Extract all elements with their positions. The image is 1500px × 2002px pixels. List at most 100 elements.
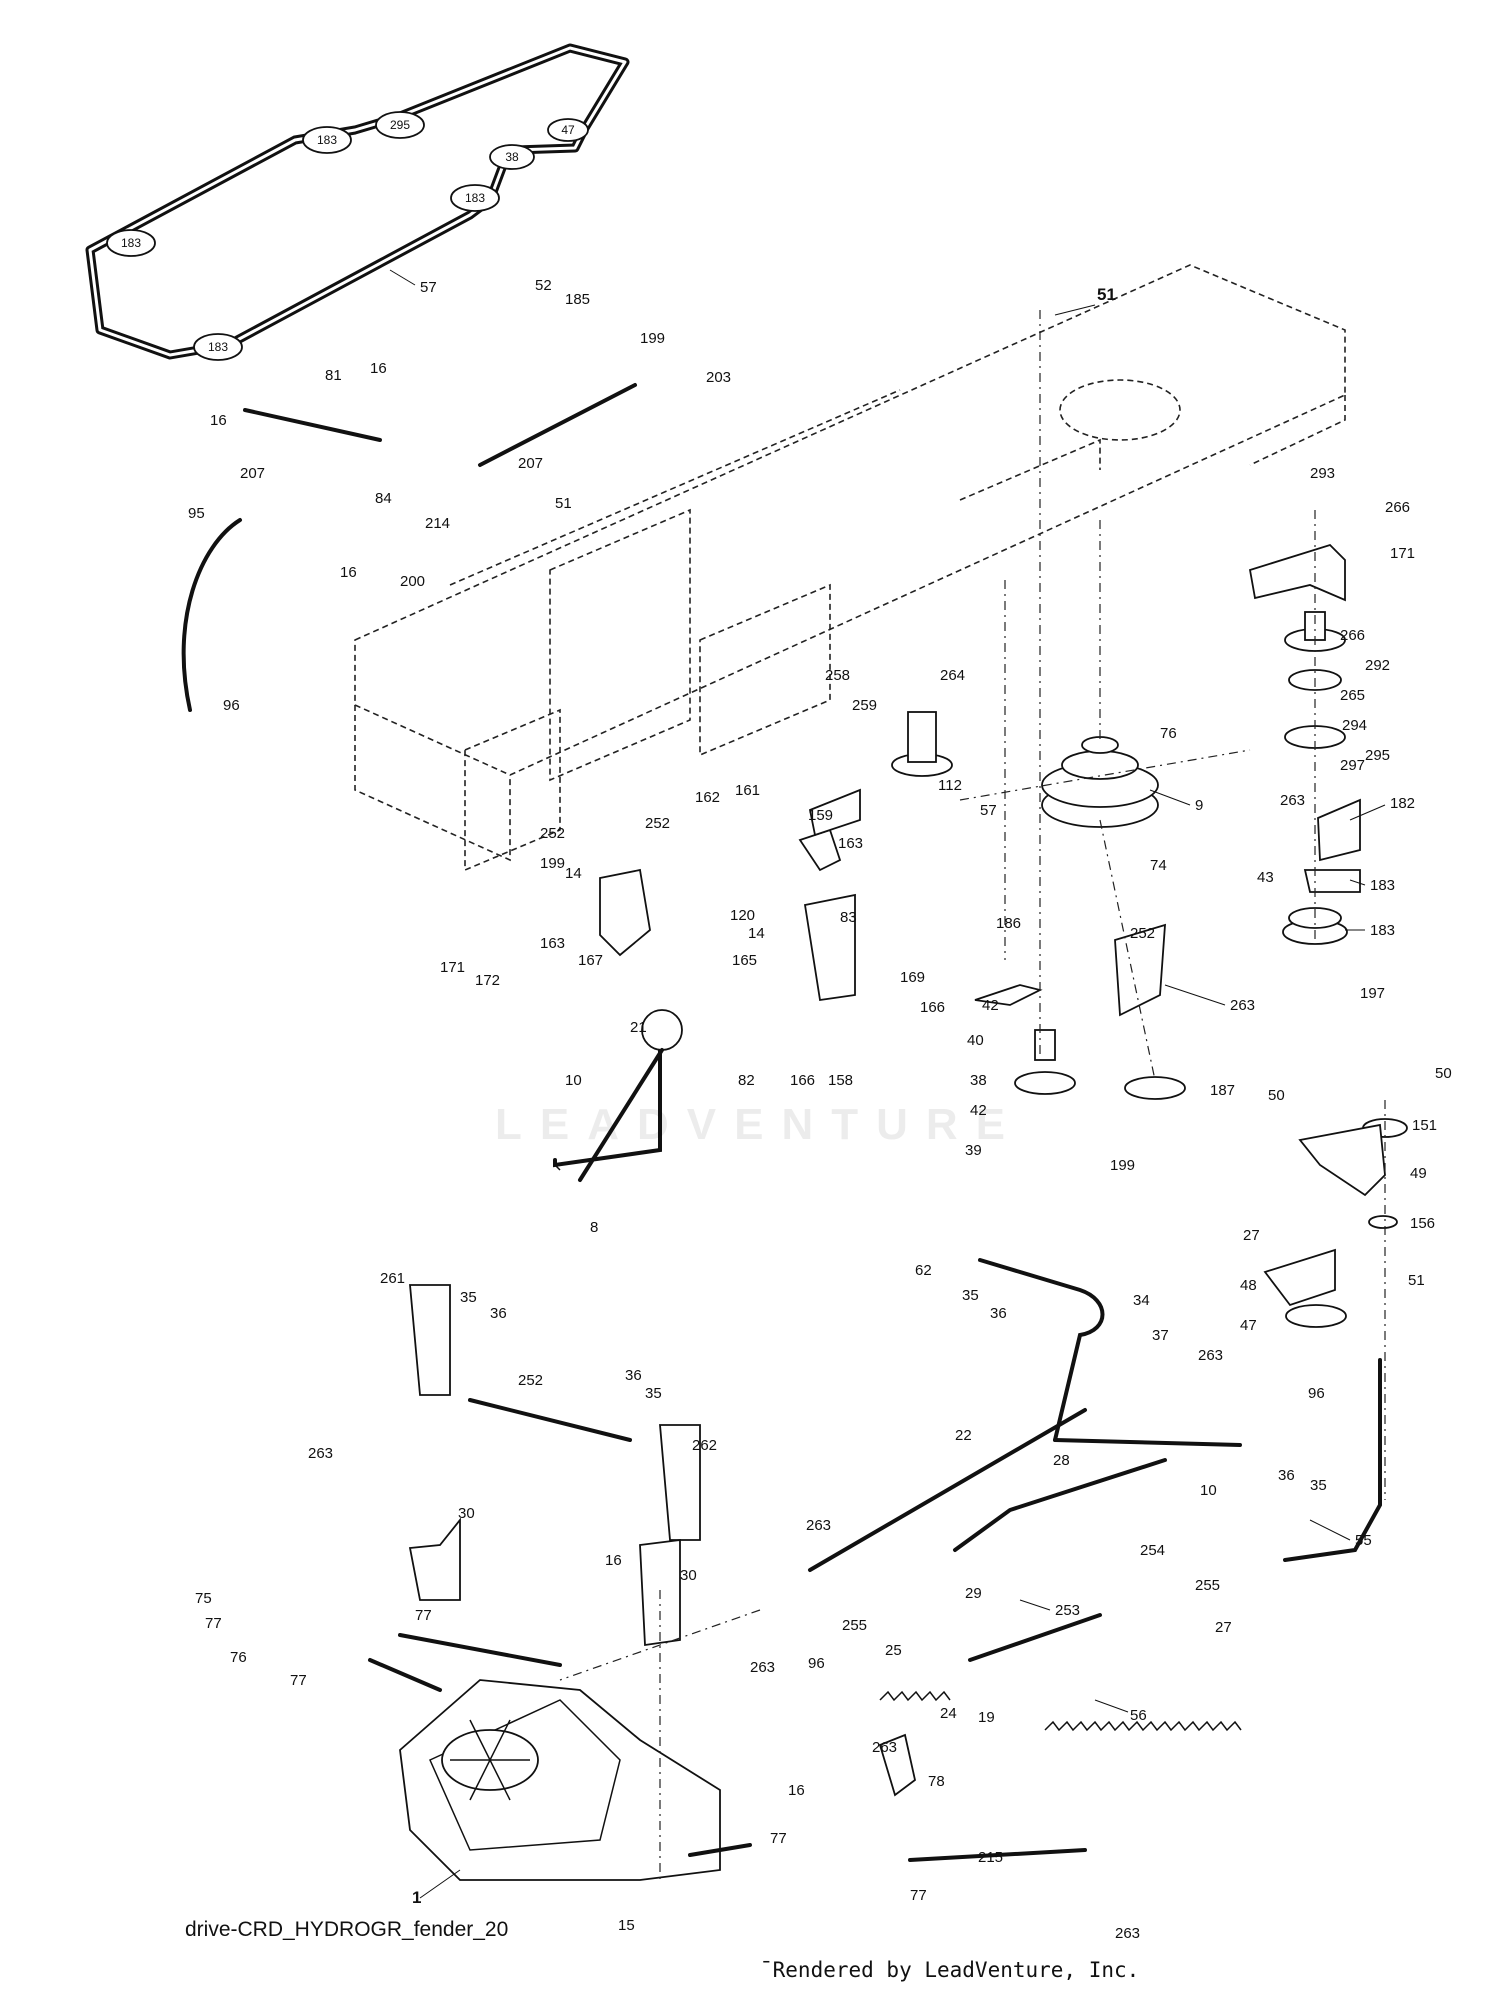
callout-51: 51 — [1408, 1272, 1425, 1289]
callout-259: 263 — [1230, 997, 1255, 1014]
callout-266: 292 — [1365, 657, 1390, 674]
callout-161: 162 — [695, 789, 720, 806]
callout-171: 171 — [1390, 545, 1415, 562]
callout-47: 47 — [1240, 1317, 1257, 1334]
callout-75: 76 — [230, 1649, 247, 1666]
callout-27: 27 — [1215, 1619, 1232, 1636]
callout-258: 263 — [806, 1517, 831, 1534]
callout-156: 158 — [828, 1072, 853, 1089]
callout-199: 207 — [518, 455, 543, 472]
callout-214: 252 — [518, 1372, 543, 1389]
callout-27: 27 — [1243, 1227, 1260, 1244]
callout-35: 35 — [1310, 1477, 1327, 1494]
callout-197: 200 — [400, 573, 425, 590]
callout-62: 62 — [915, 1262, 932, 1279]
callout-253: 258 — [825, 667, 850, 684]
callout-53: 55 — [1355, 1532, 1372, 1549]
callout-199: 207 — [240, 465, 265, 482]
callout-150: 151 — [1412, 1117, 1437, 1134]
callout-182: 183 — [1370, 877, 1395, 894]
callout-39: 39 — [965, 1142, 982, 1159]
callout-120: 96 — [1308, 1385, 1325, 1402]
linkage-rods — [181, 383, 1382, 1862]
callout-252: 255 — [842, 1617, 867, 1634]
callout-183: 187 — [1210, 1082, 1235, 1099]
callout-82: 82 — [738, 1072, 755, 1089]
callout-163: 163 — [540, 935, 565, 952]
belt-pulley-183-d: 183 — [450, 184, 500, 212]
callout-30: 30 — [680, 1567, 697, 1584]
drive-belt — [85, 43, 630, 360]
callout-25: 25 — [885, 1642, 902, 1659]
callout-166: 166 — [920, 999, 945, 1016]
callout-8: 8 — [590, 1219, 598, 1236]
callout-263: 263 — [308, 1445, 333, 1462]
callout-50: 50 — [1435, 1065, 1452, 1082]
callout-172: 185 — [565, 291, 590, 308]
callout-49: 48 — [1240, 1277, 1257, 1294]
callout-42: 42 — [970, 1102, 987, 1119]
callout-96: 96 — [223, 697, 240, 714]
callout-21: 21 — [630, 1019, 647, 1036]
callout-16: 16 — [605, 1552, 622, 1569]
callout-77: 77 — [770, 1830, 787, 1847]
callout-264: 266 — [1385, 499, 1410, 516]
shift-lever — [578, 1009, 683, 1182]
callout-24: 24 — [940, 1705, 957, 1722]
callout-16: 16 — [340, 564, 357, 581]
callout-43: 43 — [1257, 869, 1274, 886]
callout-35: 35 — [460, 1289, 477, 1306]
belt-pulley-183-b: 183 — [106, 229, 156, 257]
callout-15: 15 — [618, 1917, 635, 1934]
svg-text:183: 183 — [208, 340, 228, 354]
callout-42: 42 — [982, 997, 999, 1014]
callout-50: 50 — [1268, 1087, 1285, 1104]
callout-255: 262 — [692, 1437, 717, 1454]
callout-40: 40 — [967, 1032, 984, 1049]
callout-252: 255 — [1195, 1577, 1220, 1594]
callout-28: 28 — [1053, 1452, 1070, 1469]
centerlines — [559, 310, 1386, 1880]
part-callouts: 51 57 52 185 199 203 81 16 16 207 207 84… — [188, 277, 1452, 1942]
callout-159: 161 — [735, 782, 760, 799]
callout-254: 259 — [852, 697, 877, 714]
callout-51: 51 — [555, 495, 572, 512]
callout-112: 120 — [730, 907, 755, 924]
callout-35: 35 — [645, 1385, 662, 1402]
callout-203: 252 — [1130, 925, 1155, 942]
callout-163: 165 — [732, 952, 757, 969]
callout-95: 95 — [188, 505, 205, 522]
svg-text:183: 183 — [465, 191, 485, 205]
callout-84: 84 — [375, 490, 392, 507]
callout-1: 1 — [412, 1888, 421, 1907]
leader-lines — [389, 269, 1386, 1899]
callout-76: 75 — [195, 1590, 212, 1607]
pulley-assembly — [891, 611, 1408, 1328]
render-credit: ¯Rendered by LeadVenture, Inc. — [760, 1958, 1140, 1982]
callout-30: 30 — [458, 1505, 475, 1522]
callout-14: 14 — [748, 925, 765, 942]
callout-65: 74 — [1150, 857, 1167, 874]
callout-120: 112 — [938, 777, 962, 794]
callout-199: 203 — [706, 369, 731, 386]
callout-186: 199 — [540, 855, 565, 872]
callout-51: 51 — [1097, 285, 1116, 304]
callout-55: 56 — [1130, 1707, 1147, 1724]
callout-185: 199 — [640, 330, 665, 347]
svg-text:38: 38 — [505, 150, 519, 164]
diagram-code: drive-CRD_HYDROGR_fender_20 — [185, 1918, 509, 1941]
callout-167: 167 — [578, 952, 603, 969]
callout-294: 297 — [1340, 757, 1365, 774]
callout-9: 9 — [1195, 797, 1203, 814]
belt-pulley-38: 38 — [489, 144, 535, 170]
belt-pulley-183-c: 183 — [193, 333, 243, 361]
callout-265: 266 — [1340, 627, 1365, 644]
callout-181: 182 — [1390, 795, 1415, 812]
belt-pulley-callouts: 183 183 183 295 38 47 183 — [106, 111, 589, 361]
callout-263: 263 — [750, 1659, 775, 1676]
callout-169: 171 — [440, 959, 465, 976]
callout-73: 78 — [928, 1773, 945, 1790]
callout-177: 186 — [996, 915, 1021, 932]
